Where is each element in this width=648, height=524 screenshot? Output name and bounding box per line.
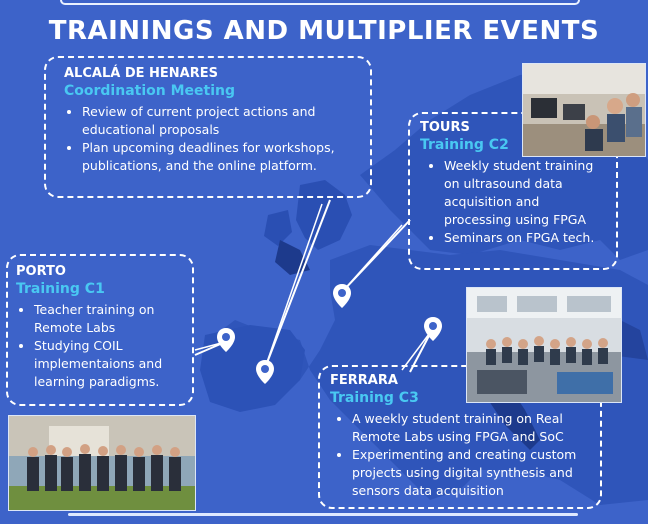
- connector-alcala: [264, 199, 331, 369]
- tours-box: TOURS Training C2 Weekly student trainin…: [408, 112, 618, 270]
- alcala-city: ALCALÁ DE HENARES: [64, 66, 218, 81]
- tours-city: TOURS: [420, 120, 470, 135]
- alcala-box: ALCALÁ DE HENARES Coordination Meeting R…: [44, 56, 372, 198]
- ferrara-event: Training C3: [330, 390, 419, 406]
- ferrara-box: FERRARA Training C3 A weekly student tra…: [318, 365, 602, 509]
- list-item: Weekly student training on ultrasound da…: [444, 157, 608, 229]
- porto-photo: [8, 415, 196, 511]
- map-ireland: [264, 210, 292, 246]
- map-pin-icon: [333, 284, 351, 308]
- porto-box: PORTO Training C1 Teacher training on Re…: [6, 254, 194, 406]
- connector-tours-2: [341, 224, 403, 293]
- ferrara-photo: [466, 287, 622, 403]
- map-pin-icon: [256, 360, 274, 384]
- map-shadow: [275, 240, 310, 275]
- ferrara-city: FERRARA: [330, 373, 398, 388]
- list-item: Studying COIL implementaions and learnin…: [34, 337, 186, 391]
- tours-bullets: Weekly student training on ultrasound da…: [420, 157, 608, 247]
- alcala-event: Coordination Meeting: [64, 83, 236, 99]
- alcala-bullets: Review of current project actions and ed…: [64, 103, 360, 175]
- connector-ferrara-2: [401, 329, 433, 371]
- top-frame: [60, 0, 580, 5]
- tours-photo: [522, 63, 646, 157]
- porto-event: Training C1: [16, 281, 105, 297]
- tours-event: Training C2: [420, 137, 509, 153]
- bottom-frame: [68, 513, 578, 516]
- map-pin-icon: [424, 317, 442, 341]
- page-title: TRAININGS AND MULTIPLIER EVENTS: [48, 16, 600, 46]
- connector-alcala-2: [264, 203, 323, 369]
- porto-city: PORTO: [16, 264, 66, 279]
- list-item: Plan upcoming deadlines for workshops, p…: [82, 139, 360, 175]
- map-pin-icon: [217, 328, 235, 352]
- porto-bullets: Teacher training on Remote Labs Studying…: [16, 301, 186, 391]
- list-item: Teacher training on Remote Labs: [34, 301, 186, 337]
- list-item: Seminars on FPGA tech.: [444, 229, 608, 247]
- list-item: Review of current project actions and ed…: [82, 103, 360, 139]
- ferrara-bullets: A weekly student training on Real Remote…: [330, 410, 592, 500]
- list-item: Experimenting and creating custom projec…: [352, 446, 592, 500]
- list-item: A weekly student training on Real Remote…: [352, 410, 592, 446]
